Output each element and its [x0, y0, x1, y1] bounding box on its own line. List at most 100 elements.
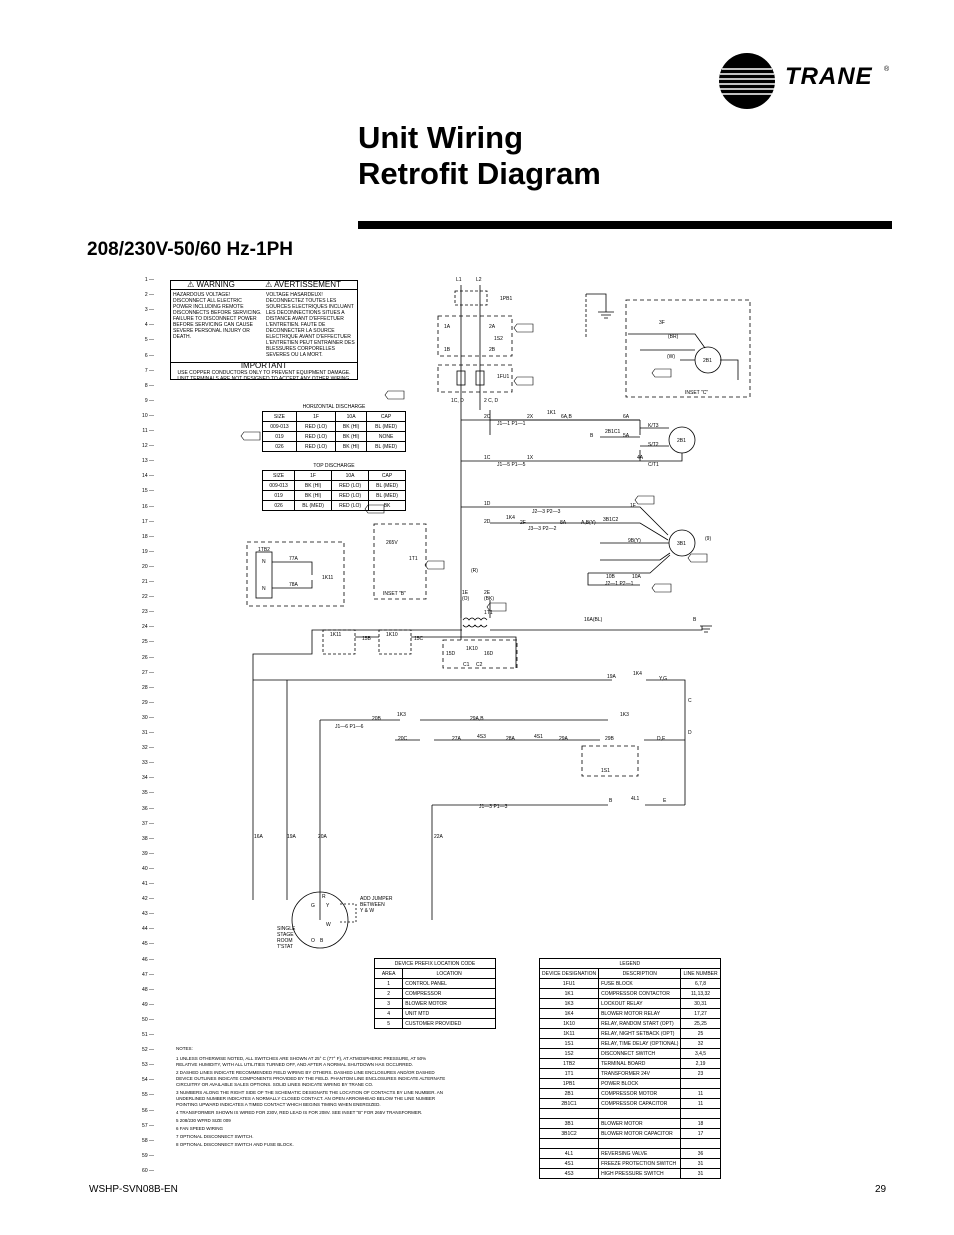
line-number: 11 —	[142, 428, 154, 434]
label-t-w: W	[326, 922, 331, 928]
label-c1: C1	[463, 662, 470, 668]
label-tstat-2: STAGE	[277, 932, 294, 938]
blower-10	[587, 554, 671, 586]
label-k4-top: 1K4	[506, 515, 515, 521]
line-number: 58 —	[142, 1137, 154, 1144]
label-tstat-1: SINGLE	[277, 926, 296, 932]
label-6ab: 6A,B	[561, 414, 573, 420]
label-c2: C2	[476, 662, 483, 668]
disconnect-switch	[437, 315, 513, 357]
label-j1p6: J1—6 P1—6	[335, 724, 364, 730]
label-9: (9)	[705, 536, 711, 542]
label-j2p1: J2—1 P2—1	[605, 581, 634, 587]
line-number: 53 —	[142, 1062, 154, 1069]
label-yg: Y,G	[659, 676, 667, 682]
line-number: 27 —	[142, 669, 154, 676]
line-number: 3 —	[144, 307, 154, 314]
registered-mark: ®	[884, 66, 890, 73]
label-tb2: 1TB2	[258, 547, 270, 553]
line-number: 40 —	[142, 865, 154, 872]
label-n1: N	[262, 559, 266, 565]
tb2-wires	[272, 561, 313, 589]
line-number: 35 —	[142, 790, 154, 797]
label-j3p2: J3—3 P2—2	[528, 526, 557, 532]
label-5a: 5A	[623, 433, 630, 439]
label-2a: 2A	[489, 324, 496, 330]
callout-4a	[424, 560, 445, 570]
title-line-2: Retrofit Diagram	[358, 156, 601, 191]
label-st2: S/T2	[648, 442, 659, 448]
label-j1p5: J1—5 P1—5	[497, 462, 526, 468]
label-k10-c: 1K10	[466, 646, 478, 652]
line-number: 4 —	[144, 322, 154, 329]
label-4s3: 4S3	[477, 734, 486, 740]
room-thermostat	[291, 891, 349, 949]
line-number: 34 —	[142, 775, 154, 782]
line-number: 14 —	[142, 473, 154, 480]
table-cell: 026	[261, 500, 296, 511]
label-comp: 2B1	[677, 438, 686, 444]
line-number: 54 —	[142, 1077, 154, 1084]
line-number: 6 —	[144, 352, 154, 359]
label-b36: B	[609, 798, 613, 804]
label-tstat-4: T'STAT	[277, 944, 293, 950]
rail-19a	[253, 679, 686, 805]
label-o: (O)	[462, 596, 470, 602]
label-2e: 2E	[484, 590, 491, 596]
label-n2: N	[262, 586, 266, 592]
line-number: 5 —	[144, 337, 154, 344]
label-k10: 1K10	[386, 632, 398, 638]
label-br: (BR)	[668, 334, 679, 340]
label-1d: 1D	[484, 501, 491, 507]
voltage-subtitle: 208/230V-50/60 Hz-1PH	[87, 239, 293, 260]
important-label: IMPORTANT	[171, 362, 357, 370]
line-number: 15 —	[142, 488, 154, 495]
label-4a: 4A	[637, 455, 644, 461]
line-number: 46 —	[142, 956, 154, 963]
warning-text-fr: VOLTAGE HASARDEUX! DECONNECTEZ TOUTES LE…	[266, 292, 355, 358]
label-s2: 1S2	[494, 336, 503, 342]
label-b: B	[590, 433, 594, 439]
label-k4: 1K4	[633, 671, 642, 677]
label-28a: 28A	[506, 736, 516, 742]
jumper	[340, 903, 357, 923]
compressor-feed	[490, 419, 641, 461]
line-number: 1 —	[144, 277, 154, 283]
inset-b-box	[373, 523, 427, 600]
line-number: 30 —	[142, 714, 154, 721]
title-rule	[358, 221, 892, 229]
label-20a: 20A	[318, 834, 328, 840]
table-caption: HORIZONTAL DISCHARGE	[302, 403, 366, 410]
label-kt3: K/T3	[648, 423, 659, 429]
label-16d: 16D	[484, 651, 494, 657]
label-bgnd: B	[693, 617, 697, 623]
label-c: C	[688, 698, 692, 704]
label-78a: 78A	[289, 582, 299, 588]
label-29a: 29A	[559, 736, 569, 742]
label-ct1: C/T1	[648, 462, 659, 468]
callout-8a	[513, 376, 534, 386]
line-number: 20 —	[142, 563, 154, 570]
label-9b: 9B(Y)	[628, 538, 641, 544]
power-block	[454, 290, 488, 306]
table-cell: 31	[680, 1168, 721, 1179]
label-j2p3: J2—3 P2—3	[532, 509, 561, 515]
warning-text-en: HAZARDOUS VOLTAGE! DISCONNECT ALL ELECTR…	[173, 292, 262, 340]
note-item: 3 NUMBERS ALONG THE RIGHT SIDE OF THE SC…	[176, 1090, 444, 1107]
rail-36	[431, 804, 685, 920]
k10-contact-box	[442, 639, 518, 669]
line-number: 50 —	[142, 1016, 154, 1023]
callout-8c	[364, 504, 385, 514]
line-number: 51 —	[142, 1032, 154, 1038]
notes: NOTES: 1 UNLESS OTHERWISE NOTED, ALL SWI…	[176, 1046, 446, 1150]
label-t-r: R	[322, 894, 326, 900]
doc-id: WSHP-SVN08B-EN	[89, 1184, 178, 1195]
callout-6c	[651, 368, 672, 378]
line-number: 23 —	[142, 609, 154, 616]
label-e: E	[663, 798, 667, 804]
brand-name: TRANE	[785, 63, 873, 90]
label-bk: (BK)	[484, 596, 494, 602]
line-number: 38 —	[142, 835, 154, 842]
line-number: 41 —	[142, 881, 154, 887]
